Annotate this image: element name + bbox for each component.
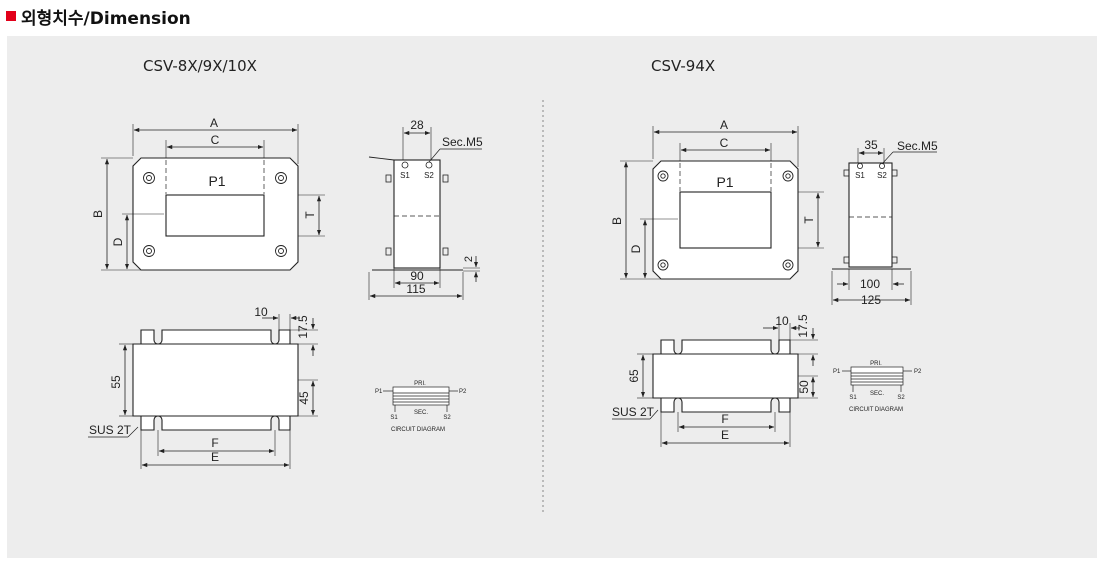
right-circuit-s2: S2 — [897, 395, 905, 401]
left-dim-2: 2 — [463, 256, 475, 262]
left-dim-t: T — [303, 211, 317, 219]
left-circuit-pri: PRI. — [414, 381, 426, 387]
left-side-view — [368, 127, 482, 300]
left-circuit-diagram — [383, 386, 458, 412]
right-front-view — [620, 126, 824, 280]
right-circuit-pri: PRI. — [870, 361, 882, 367]
left-dim-17-5: 17.5 — [296, 315, 310, 339]
right-dim-t: T — [802, 216, 816, 224]
right-circuit-sec: SEC. — [870, 391, 884, 397]
right-dim-b: B — [610, 217, 624, 225]
left-side-s1: S1 — [400, 171, 410, 180]
right-dim-125: 125 — [861, 293, 881, 307]
left-sec-m5-label: Sec.M5 — [442, 135, 483, 149]
right-dim-10: 10 — [775, 314, 789, 328]
left-dim-c: C — [211, 133, 220, 147]
right-circuit-diagram — [842, 366, 912, 392]
left-p1-label: P1 — [208, 173, 225, 189]
left-dim-e: E — [211, 450, 219, 464]
left-dim-10: 10 — [254, 305, 268, 319]
right-bottom-view — [612, 323, 818, 447]
left-bottom-view — [88, 314, 318, 469]
left-circuit-p2: P2 — [459, 389, 467, 395]
right-p1-label: P1 — [716, 174, 733, 190]
section-title: 외형치수/Dimension — [21, 8, 191, 29]
left-circuit-s2: S2 — [443, 415, 451, 421]
right-dim-35: 35 — [864, 138, 878, 152]
right-dim-c: C — [720, 136, 729, 150]
red-square-marker-icon — [6, 11, 16, 21]
model-label-left: CSV-8X/9X/10X — [143, 57, 257, 75]
right-circuit-caption: CIRCUIT DIAGRAM — [849, 407, 903, 413]
left-dim-28: 28 — [410, 118, 424, 132]
right-side-view — [831, 148, 937, 305]
left-dim-f: F — [211, 436, 218, 450]
left-circuit-s1: S1 — [390, 415, 398, 421]
model-label-right: CSV-94X — [651, 57, 716, 75]
right-dim-d: D — [629, 244, 643, 253]
right-dim-a: A — [720, 118, 728, 132]
right-sec-m5-label: Sec.M5 — [897, 139, 938, 153]
right-dim-e: E — [721, 428, 729, 442]
left-side-s2: S2 — [424, 171, 434, 180]
right-side-s2: S2 — [877, 171, 887, 180]
right-dim-17-5: 17.5 — [796, 314, 810, 338]
right-dim-50: 50 — [797, 380, 811, 394]
right-side-s1: S1 — [855, 171, 865, 180]
left-circuit-caption: CIRCUIT DIAGRAM — [391, 427, 445, 433]
left-circuit-sec: SEC. — [414, 410, 428, 416]
right-dim-f: F — [721, 412, 728, 426]
right-circuit-p2: P2 — [914, 369, 922, 375]
left-dim-b: B — [91, 210, 105, 218]
left-dim-55: 55 — [109, 375, 123, 389]
left-front-view — [101, 124, 325, 271]
left-sus-2t-label: SUS 2T — [89, 423, 132, 437]
section-header: 외형치수/Dimension — [6, 4, 191, 29]
right-dim-100: 100 — [860, 277, 880, 291]
left-circuit-p1: P1 — [375, 389, 383, 395]
right-sus-2t-label: SUS 2T — [612, 405, 655, 419]
right-circuit-p1: P1 — [833, 369, 841, 375]
left-dim-90: 90 — [410, 269, 424, 283]
diagram-panel — [7, 36, 1097, 558]
right-circuit-s1: S1 — [849, 395, 857, 401]
left-dim-115: 115 — [406, 282, 425, 296]
left-dim-45: 45 — [297, 391, 311, 405]
left-dim-d: D — [111, 237, 125, 246]
right-dim-65: 65 — [627, 369, 641, 383]
left-dim-a: A — [210, 116, 218, 130]
